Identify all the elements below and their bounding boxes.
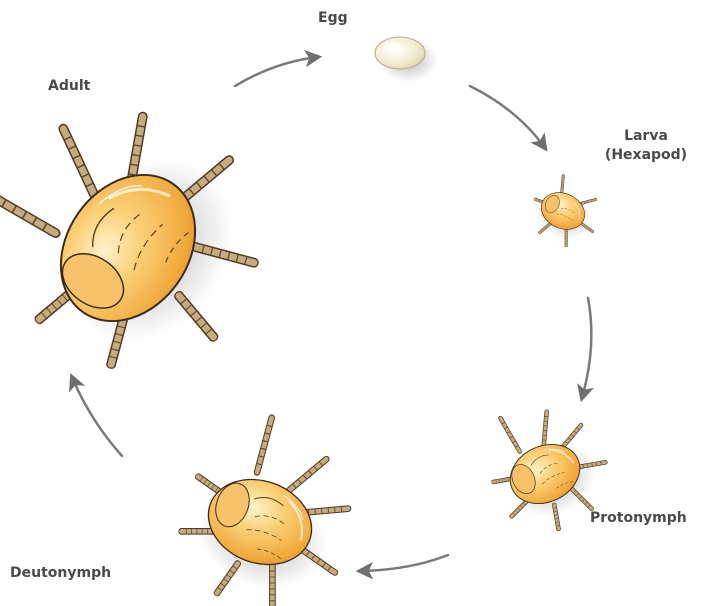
- stage-label-adult: Adult: [48, 77, 90, 96]
- arrow-larva-to-protonymph: [582, 298, 591, 398]
- larva-illustration: [522, 168, 609, 254]
- deutonymph-illustration: [161, 401, 377, 606]
- arrow-protonymph-to-deutonymph: [360, 555, 448, 571]
- arrow-deutonymph-to-adult: [72, 377, 122, 456]
- stage-label-protonymph: Protonymph: [590, 509, 687, 528]
- adult-illustration: [0, 54, 304, 409]
- stage-label-egg: Egg: [318, 9, 348, 28]
- arrow-adult-to-egg: [235, 57, 318, 86]
- arrow-egg-to-larva: [470, 86, 545, 148]
- egg-illustration: [375, 37, 438, 82]
- stage-label-larva-line1: Larva: [596, 127, 696, 146]
- stage-label-larva-line2: (Hexapod): [596, 146, 696, 165]
- stage-label-deutonymph: Deutonymph: [10, 564, 111, 583]
- stage-label-larva: Larva (Hexapod): [596, 127, 696, 165]
